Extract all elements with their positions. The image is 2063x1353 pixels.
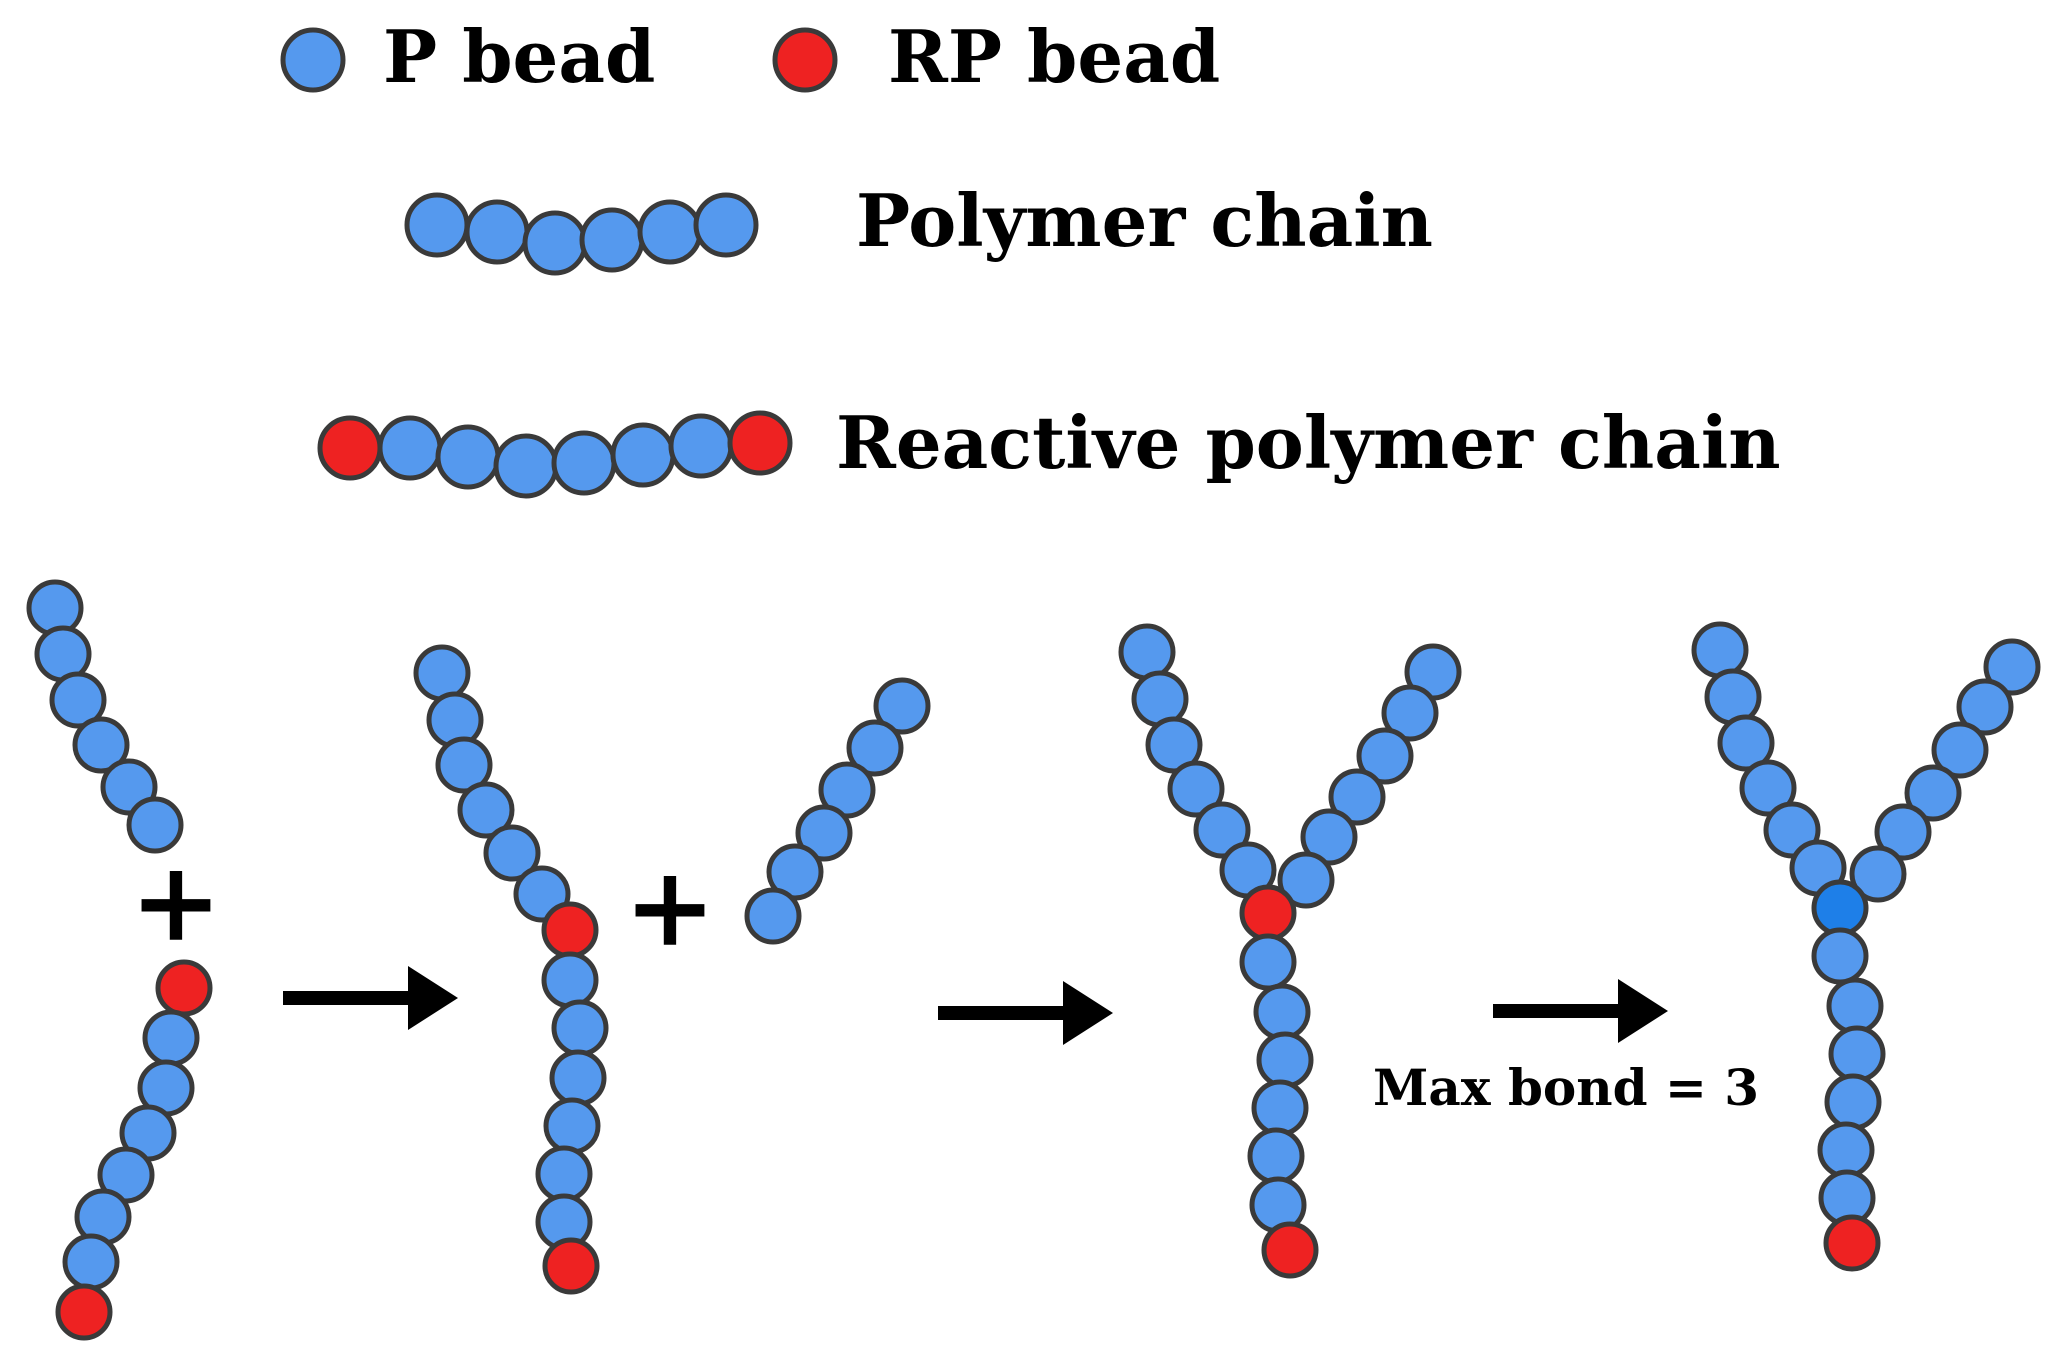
p-bead	[668, 413, 734, 479]
p-bead	[551, 430, 617, 496]
p-bead	[1356, 727, 1414, 785]
p-bead	[404, 192, 470, 258]
p-bead	[493, 433, 559, 499]
rp-bead	[1261, 1221, 1319, 1279]
p-bead	[1824, 1073, 1882, 1131]
legend: P bead RP bead Polymer chain Reactive po…	[280, 14, 1781, 499]
rp-bead	[1823, 1214, 1881, 1272]
p-bead	[1256, 1031, 1314, 1089]
rp-bead	[55, 1283, 113, 1341]
p-bead	[744, 887, 802, 945]
rp-bead-junction	[1239, 884, 1297, 942]
p-bead-legend-icon	[280, 27, 346, 93]
p-bead	[543, 1097, 601, 1155]
rp-bead	[317, 415, 383, 481]
p-bead	[1277, 851, 1335, 909]
p-bead	[1739, 759, 1797, 817]
rp-bead-legend-icon	[772, 27, 838, 93]
p-bead	[522, 210, 588, 276]
p-bead	[846, 719, 904, 777]
p-bead	[483, 824, 541, 882]
p-bead	[72, 716, 130, 774]
p-bead	[126, 796, 184, 854]
polymer-chain-new	[744, 677, 931, 945]
p-bead	[1381, 684, 1439, 742]
reaction-arrow-2	[938, 981, 1113, 1045]
p-bead	[637, 199, 703, 265]
p-bead	[541, 951, 599, 1009]
p-bead	[435, 424, 501, 490]
p-bead	[457, 781, 515, 839]
rp-bead	[542, 1237, 600, 1295]
p-bead	[413, 644, 471, 702]
p-bead	[1849, 845, 1907, 903]
p-bead	[795, 804, 853, 862]
p-bead	[26, 579, 84, 637]
p-bead	[62, 1233, 120, 1291]
reactive-polymer-chain-label: Reactive polymer chain	[836, 400, 1781, 485]
rp-bead	[155, 959, 213, 1017]
p-bead	[1247, 1127, 1305, 1185]
p-bead	[579, 207, 645, 273]
p-bead	[818, 761, 876, 819]
junction-bead	[1811, 879, 1869, 937]
p-bead	[1817, 1121, 1875, 1179]
p-bead	[464, 199, 530, 265]
p-bead	[1251, 1079, 1309, 1137]
linked-chain	[413, 644, 609, 1295]
p-bead	[1193, 801, 1251, 859]
p-bead	[435, 736, 493, 794]
p-bead	[1931, 721, 1989, 779]
p-bead	[1828, 1025, 1886, 1083]
p-bead	[1874, 803, 1932, 861]
reaction-arrow-1	[283, 966, 458, 1030]
reaction-arrow-3	[1493, 979, 1668, 1043]
rp-bead	[541, 901, 599, 959]
p-bead	[1253, 983, 1311, 1041]
p-bead	[1300, 808, 1358, 866]
polymer-chain-label: Polymer chain	[856, 178, 1433, 263]
p-bead	[142, 1009, 200, 1067]
plus-sign: +	[624, 842, 716, 971]
p-bead	[377, 415, 443, 481]
p-bead	[1956, 678, 2014, 736]
p-bead	[1983, 638, 2041, 696]
stage-2-intermediate: +	[413, 644, 931, 1295]
p-bead	[873, 677, 931, 735]
p-bead	[1239, 933, 1297, 991]
p-bead	[1691, 621, 1749, 679]
p-bead	[549, 1049, 607, 1107]
p-bead	[610, 422, 676, 488]
p-bead	[1826, 977, 1884, 1035]
p-bead	[49, 671, 107, 729]
rp-bead	[727, 410, 793, 476]
polymer-chain-icon	[404, 192, 759, 276]
stage-3-branched	[1118, 623, 1462, 1279]
p-bead-label: P bead	[383, 14, 655, 99]
p-bead	[1118, 623, 1176, 681]
stage-1-reactants: +	[26, 579, 222, 1341]
plus-sign: +	[130, 837, 222, 966]
p-bead	[1904, 764, 1962, 822]
reactive-polymer-chain-icon	[317, 410, 793, 499]
stage-4-final	[1691, 621, 2041, 1272]
p-bead	[1167, 760, 1225, 818]
p-bead	[693, 192, 759, 258]
p-bead	[535, 1145, 593, 1203]
reactive-chain-lower	[55, 959, 213, 1341]
p-bead	[551, 999, 609, 1057]
rp-bead-label: RP bead	[888, 14, 1220, 99]
p-bead	[1717, 714, 1775, 772]
polymer-chain-upper	[26, 579, 184, 854]
p-bead	[1328, 768, 1386, 826]
p-bead	[1811, 927, 1869, 985]
max-bond-label: Max bond = 3	[1373, 1058, 1759, 1117]
